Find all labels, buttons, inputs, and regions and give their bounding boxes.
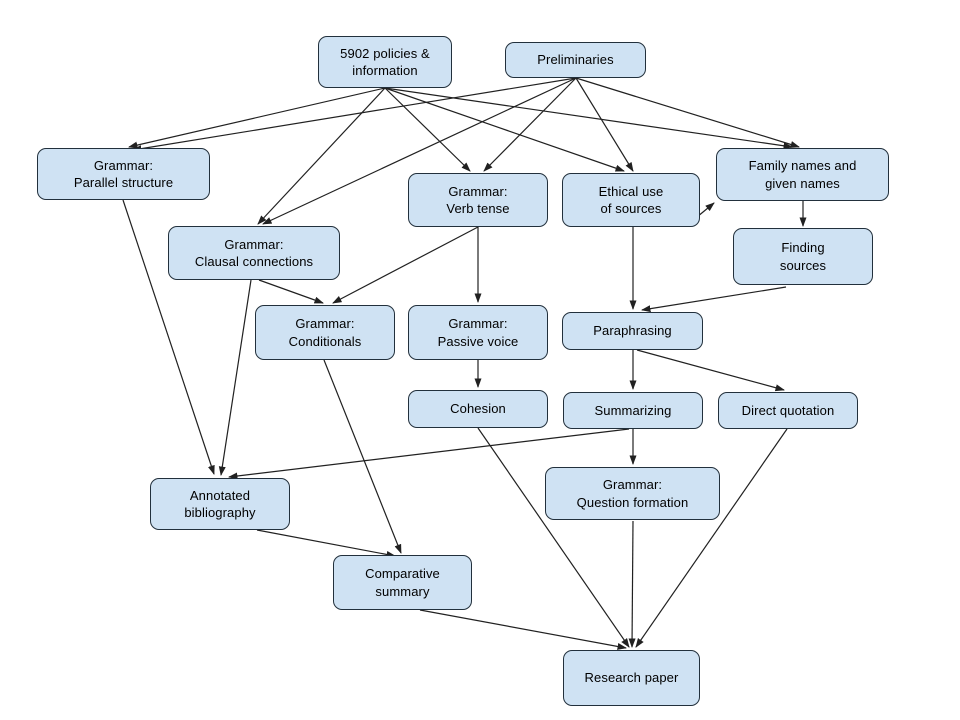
edge-policies-to-parallel-structure <box>128 87 386 149</box>
edge-annotated-bibliography-to-comparative-summary <box>256 529 396 558</box>
edge-paraphrasing-to-direct-quotation <box>636 349 785 392</box>
edge-cohesion-to-research-paper <box>477 427 630 648</box>
edge-clausal-connections-to-annotated-bibliography <box>218 279 252 476</box>
node-preliminaries[interactable]: Preliminaries <box>505 42 646 78</box>
edge-policies-to-verb-tense <box>384 87 471 172</box>
edge-finding-sources-to-paraphrasing <box>641 286 787 313</box>
node-label: Grammar: Conditionals <box>288 316 362 349</box>
node-family-names[interactable]: Family names and given names <box>716 148 889 201</box>
node-annotated-bibliography[interactable]: Annotated bibliography <box>150 478 290 530</box>
edge-conditionals-to-comparative-summary <box>323 359 402 554</box>
node-ethical-use[interactable]: Ethical use of sources <box>562 173 700 227</box>
node-question-formation[interactable]: Grammar: Question formation <box>545 467 720 520</box>
node-label: Comparative summary <box>365 566 440 599</box>
edge-preliminaries-to-verb-tense <box>483 77 577 172</box>
node-label: Family names and given names <box>748 158 857 191</box>
node-finding-sources[interactable]: Finding sources <box>733 228 873 285</box>
node-label: Grammar: Verb tense <box>446 183 510 216</box>
node-policies[interactable]: 5902 policies & information <box>318 36 452 88</box>
node-passive-voice[interactable]: Grammar: Passive voice <box>408 305 548 360</box>
edge-policies-to-clausal-connections <box>257 87 386 225</box>
node-label: Summarizing <box>594 402 672 418</box>
node-label: Finding sources <box>779 240 827 273</box>
edge-preliminaries-to-clausal-connections <box>262 77 577 225</box>
node-direct-quotation[interactable]: Direct quotation <box>718 392 858 429</box>
node-research-paper[interactable]: Research paper <box>563 650 700 706</box>
node-parallel-structure[interactable]: Grammar: Parallel structure <box>37 148 210 200</box>
edge-policies-to-ethical-use <box>384 87 625 172</box>
node-label: Preliminaries <box>537 52 614 68</box>
node-label: 5902 policies & information <box>340 45 430 78</box>
node-label: Grammar: Passive voice <box>437 316 519 349</box>
node-verb-tense[interactable]: Grammar: Verb tense <box>408 173 548 227</box>
edge-comparative-summary-to-research-paper <box>419 609 627 650</box>
node-paraphrasing[interactable]: Paraphrasing <box>562 312 703 350</box>
node-label: Direct quotation <box>741 402 835 418</box>
node-conditionals[interactable]: Grammar: Conditionals <box>255 305 395 360</box>
node-label: Ethical use of sources <box>598 183 664 216</box>
node-label: Cohesion <box>450 401 506 417</box>
node-label: Research paper <box>584 670 679 686</box>
node-summarizing[interactable]: Summarizing <box>563 392 703 429</box>
node-comparative-summary[interactable]: Comparative summary <box>333 555 472 610</box>
edge-verb-tense-to-conditionals <box>332 226 479 304</box>
edge-clausal-connections-to-conditionals <box>258 279 324 304</box>
node-label: Grammar: Parallel structure <box>73 157 174 190</box>
node-label: Annotated bibliography <box>184 487 256 520</box>
edge-preliminaries-to-parallel-structure <box>132 77 577 153</box>
edge-parallel-structure-to-annotated-bibliography <box>122 199 215 475</box>
edge-preliminaries-to-family-names <box>575 77 800 148</box>
edge-preliminaries-to-ethical-use <box>575 77 634 172</box>
node-label: Grammar: Question formation <box>576 477 689 510</box>
node-cohesion[interactable]: Cohesion <box>408 390 548 428</box>
edge-direct-quotation-to-research-paper <box>635 428 788 648</box>
edge-question-formation-to-research-paper <box>628 520 636 648</box>
edge-group <box>122 77 807 650</box>
node-label: Grammar: Clausal connections <box>194 236 314 269</box>
node-label: Paraphrasing <box>593 323 672 339</box>
edge-summarizing-to-annotated-bibliography <box>228 428 630 480</box>
node-clausal-connections[interactable]: Grammar: Clausal connections <box>168 226 340 280</box>
